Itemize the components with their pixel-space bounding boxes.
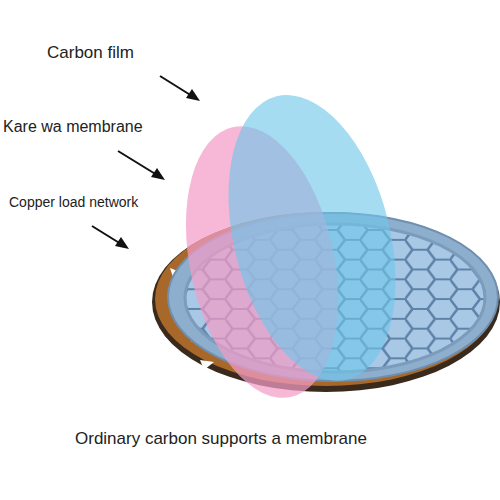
part-label: Copper load network (6, 193, 141, 211)
figure-caption: Ordinary carbon supports a membrane (72, 428, 370, 450)
part-label: Kare wa membrane (0, 117, 146, 137)
leader-arrows (92, 76, 200, 249)
carbon-film-layer (201, 77, 423, 398)
part-label: Carbon film (44, 42, 137, 64)
